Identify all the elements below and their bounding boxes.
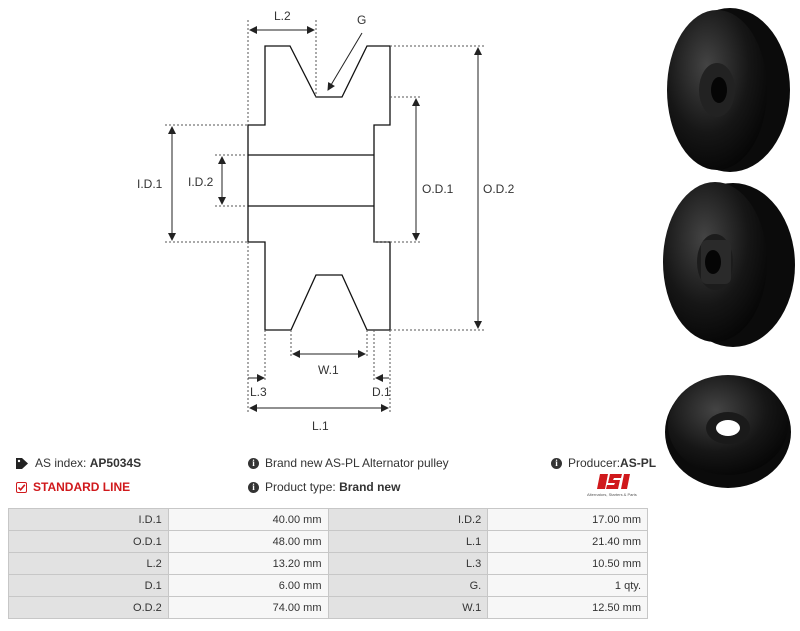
as-index-row: AS index: AP5034S <box>16 456 141 470</box>
standard-line-row: STANDARD LINE <box>16 480 130 494</box>
table-row: O.D.2 74.00 mm W.1 12.50 mm <box>8 596 648 619</box>
info-icon: i <box>248 482 259 494</box>
spec-value: 6.00 mm <box>167 574 329 597</box>
info-icon: i <box>248 458 259 470</box>
checkbox-icon <box>16 482 27 494</box>
label-g: G <box>357 13 366 27</box>
description-text: Brand new AS-PL Alternator pulley <box>265 456 449 470</box>
producer-value: AS-PL <box>620 456 657 470</box>
label-l2: L.2 <box>274 9 291 23</box>
label-id2: I.D.2 <box>188 175 214 189</box>
as-pl-logo: Alternators, Starters & Parts <box>587 474 637 497</box>
description-row: i Brand new AS-PL Alternator pulley <box>248 456 449 470</box>
pulley-photo-angle <box>667 8 790 172</box>
standard-line-label: STANDARD LINE <box>33 480 131 494</box>
table-row: O.D.1 48.00 mm L.1 21.40 mm <box>8 530 648 553</box>
table-row: I.D.1 40.00 mm I.D.2 17.00 mm <box>8 508 648 531</box>
info-icon: i <box>551 458 562 470</box>
extension-lines <box>165 20 485 412</box>
pulley-dimension-diagram: L.2 G I.D.1 I.D.2 O.D.1 O.D.2 W.1 L.3 D.… <box>137 9 515 433</box>
table-row: D.1 6.00 mm G. 1 qty. <box>8 574 648 597</box>
spec-label: D.1 <box>8 574 169 597</box>
spec-label: W.1 <box>327 596 489 619</box>
producer-row: i Producer:AS-PL <box>551 456 656 470</box>
product-photos <box>663 8 795 488</box>
as-index-value: AP5034S <box>89 456 142 470</box>
spec-value: 13.20 mm <box>167 552 329 575</box>
specs-table: I.D.1 40.00 mm I.D.2 17.00 mm O.D.1 48.0… <box>8 508 648 619</box>
spec-value: 10.50 mm <box>487 552 648 575</box>
spec-label: L.2 <box>8 552 169 575</box>
svg-text:Alternators, Starters & Parts: Alternators, Starters & Parts <box>587 492 637 497</box>
table-row: L.2 13.20 mm L.3 10.50 mm <box>8 552 648 575</box>
spec-value: 74.00 mm <box>167 596 329 619</box>
pulley-photo-side <box>665 375 791 488</box>
product-type-label: Product type: <box>265 480 336 494</box>
spec-value: 40.00 mm <box>167 508 329 531</box>
producer-label: Producer: <box>568 456 621 470</box>
spec-value: 48.00 mm <box>167 530 329 553</box>
spec-label: G. <box>327 574 489 597</box>
label-w1: W.1 <box>318 363 339 377</box>
tag-icon <box>16 458 28 470</box>
spec-label: O.D.2 <box>8 596 169 619</box>
spec-label: I.D.1 <box>8 508 169 531</box>
label-id1: I.D.1 <box>137 177 163 191</box>
dimension-arrows <box>168 26 482 412</box>
pulley-photo-hub <box>663 182 795 347</box>
spec-label: I.D.2 <box>327 508 489 531</box>
label-d1: D.1 <box>372 385 391 399</box>
spec-value: 21.40 mm <box>487 530 648 553</box>
spec-label: L.3 <box>327 552 489 575</box>
as-index-label: AS index: <box>35 456 87 470</box>
spec-value: 17.00 mm <box>487 508 648 531</box>
product-type-value: Brand new <box>339 480 401 494</box>
product-type-row: i Product type: Brand new <box>248 480 400 494</box>
spec-label: O.D.1 <box>8 530 169 553</box>
label-l3: L.3 <box>250 385 267 399</box>
label-l1: L.1 <box>312 419 329 433</box>
pulley-profile-outline <box>247 45 391 331</box>
spec-label: L.1 <box>327 530 489 553</box>
label-od1: O.D.1 <box>422 182 454 196</box>
spec-value: 1 qty. <box>487 574 648 597</box>
spec-value: 12.50 mm <box>487 596 648 619</box>
label-od2: O.D.2 <box>483 182 515 196</box>
